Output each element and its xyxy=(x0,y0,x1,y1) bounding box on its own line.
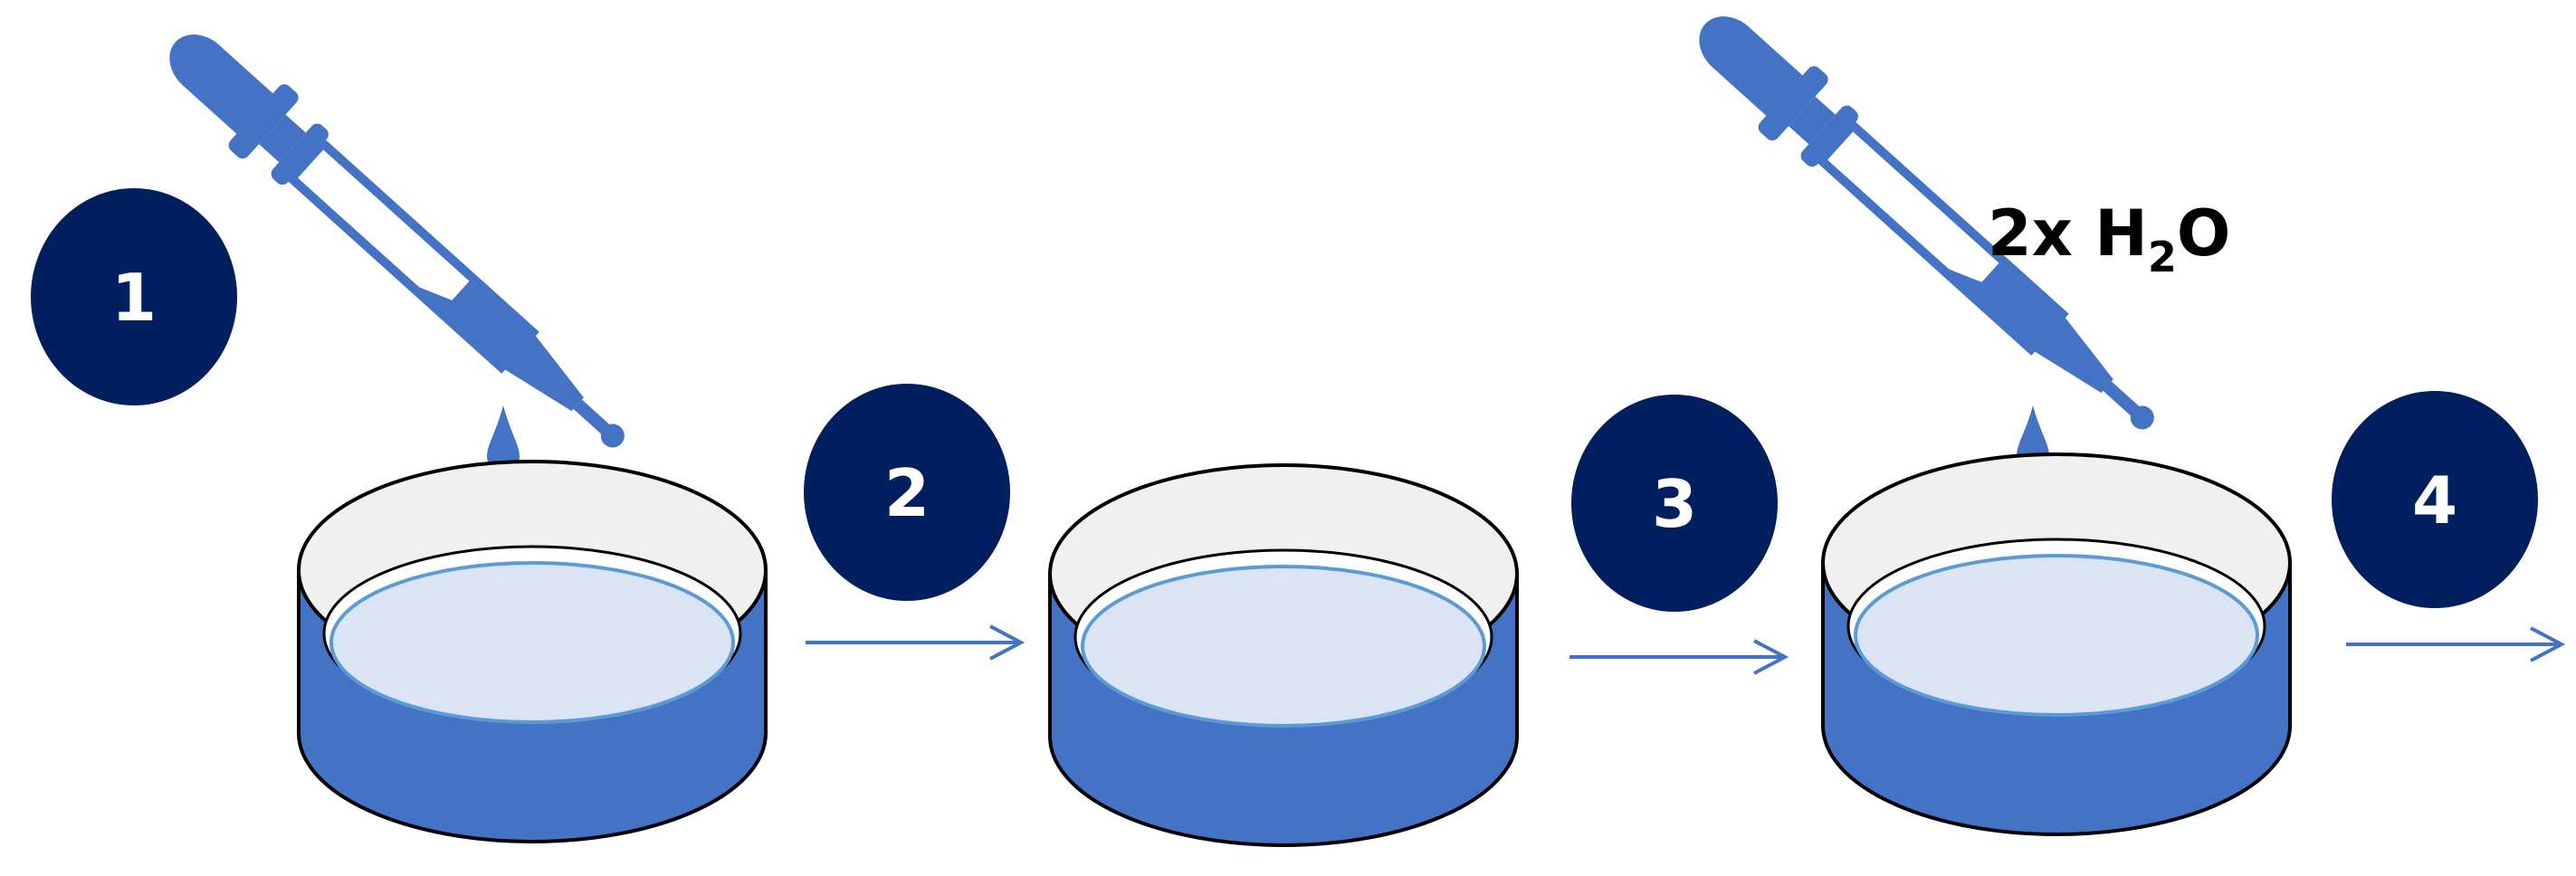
step-badge-1: 1 xyxy=(31,188,237,405)
step-number: 1 xyxy=(111,260,157,336)
step-badge-2: 2 xyxy=(804,384,1010,601)
water-label: 2x H2O xyxy=(1988,196,2230,281)
step-badge-3: 3 xyxy=(1571,395,1778,612)
step-number: 3 xyxy=(1652,466,1697,542)
step-number: 4 xyxy=(2412,462,2457,538)
petri-dish-icon xyxy=(297,460,768,843)
step-badge-4: 4 xyxy=(2332,391,2538,608)
droplet-icon xyxy=(487,405,520,472)
petri-dish-icon xyxy=(1048,463,1519,847)
step-number: 2 xyxy=(884,455,930,531)
petri-dish-icon xyxy=(1821,452,2292,836)
